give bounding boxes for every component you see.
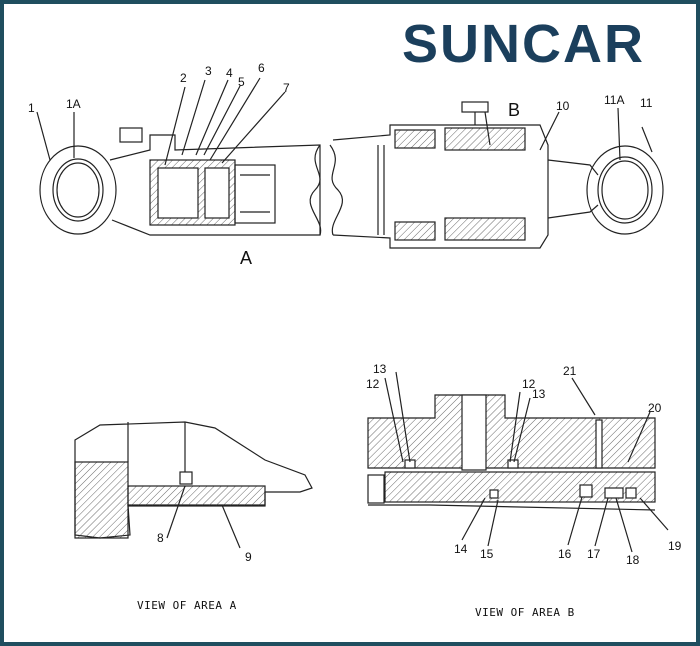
- label-14: 14: [454, 542, 468, 556]
- bearing-11a: [597, 156, 653, 224]
- area-a-label: A: [240, 248, 252, 268]
- label-13-right: 13: [532, 387, 546, 401]
- label-16: 16: [558, 547, 572, 561]
- cylinder-assembly-view: [36, 77, 664, 249]
- label-2: 2: [180, 71, 187, 85]
- label-18: 18: [626, 553, 640, 567]
- label-1: 1: [28, 101, 35, 115]
- label-20: 20: [648, 401, 662, 415]
- label-9: 9: [245, 550, 252, 564]
- label-17: 17: [587, 547, 601, 561]
- label-5: 5: [238, 75, 245, 89]
- view-area-a: [74, 421, 313, 549]
- view-area-b: [367, 371, 669, 553]
- brand-logo: SUNCAR: [402, 14, 690, 74]
- bearing-1a: [52, 158, 104, 222]
- label-19: 19: [668, 539, 682, 553]
- label-12-right: 12: [522, 377, 536, 391]
- label-11: 11: [640, 96, 653, 110]
- label-15: 15: [480, 547, 494, 561]
- label-8: 8: [157, 531, 164, 545]
- label-6: 6: [258, 61, 265, 75]
- logo-text: SUNCAR: [402, 14, 646, 74]
- label-7: 7: [283, 81, 290, 95]
- label-1a: 1A: [66, 97, 81, 111]
- label-10: 10: [556, 99, 570, 113]
- label-3: 3: [205, 64, 212, 78]
- label-11a: 11A: [604, 93, 624, 107]
- label-21: 21: [563, 364, 577, 378]
- label-4: 4: [226, 66, 233, 80]
- view-b-caption: VIEW OF AREA B: [475, 606, 575, 619]
- rod-eye-right: [586, 145, 664, 235]
- label-13-left: 13: [373, 362, 387, 376]
- rod-eye-left: [39, 145, 117, 235]
- area-b-label: B: [508, 100, 520, 120]
- label-12-left: 12: [366, 377, 380, 391]
- view-a-caption: VIEW OF AREA A: [137, 599, 237, 612]
- head-end-body: [109, 134, 321, 236]
